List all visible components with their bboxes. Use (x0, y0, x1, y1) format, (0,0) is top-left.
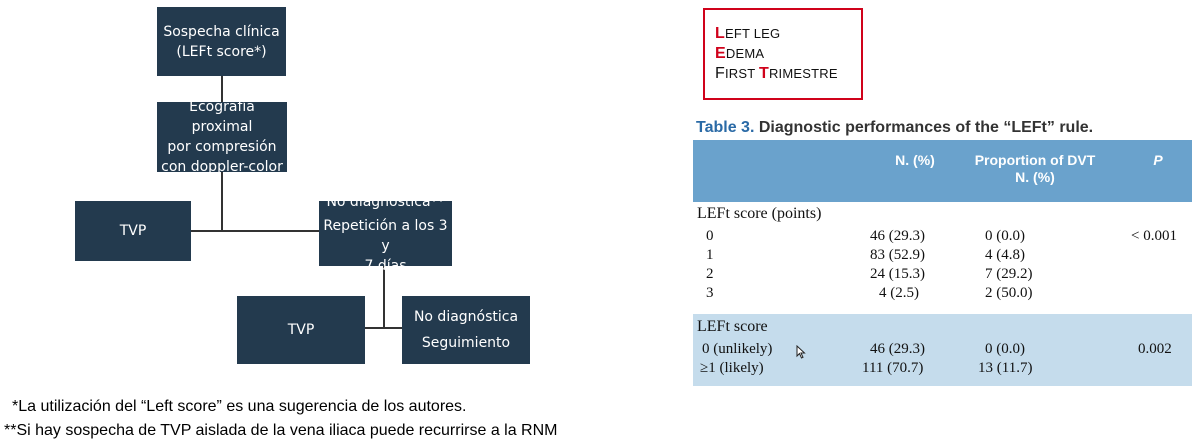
row-p: 0.002 (1138, 341, 1172, 357)
suspicion-box: Sospecha clínica (LEFt score*) (157, 7, 286, 76)
table-header-band (693, 140, 1192, 202)
connector-ultrasound-down (221, 172, 223, 231)
row-label: ≥1 (likely) (700, 360, 764, 376)
row-n: 24 (15.3) (870, 266, 925, 282)
nondiagnostic-line-2: Repetición a los 3 y (323, 217, 448, 254)
row-label: 1 (706, 247, 714, 263)
row-dvt: 4 (4.8) (985, 247, 1025, 263)
left-mnemonic-box: LEFT LEG EDEMA FIRST TRIMESTRE (703, 8, 863, 100)
followup-line-1: No diagnóstica (413, 309, 519, 325)
ultrasound-line-2: por compresión (167, 139, 277, 155)
followup-line-2: Seguimiento (421, 335, 511, 351)
connector-suspicion-ultrasound (221, 76, 223, 102)
row-label: 0 (unlikely) (702, 341, 773, 357)
table-summary-band (693, 314, 1192, 386)
row-dvt: 2 (50.0) (985, 285, 1033, 301)
mnemonic-line-left-leg: LEFT LEG (715, 25, 781, 42)
row-dvt: 7 (29.2) (985, 266, 1033, 282)
row-dvt: 0 (0.0) (985, 228, 1025, 244)
tvp-box-1: TVP (75, 201, 191, 261)
row-n: 83 (52.9) (870, 247, 925, 263)
connector-branch-horizontal-2 (365, 327, 402, 329)
row-n: 46 (29.3) (870, 341, 925, 357)
row-n: 4 (2.5) (879, 285, 919, 301)
ultrasound-line-3: con doppler-color (161, 159, 283, 175)
followup-box: No diagnóstica Seguimiento (402, 296, 530, 364)
mouse-cursor-icon (796, 345, 806, 359)
mnemonic-line-first-trimester: FIRST TRIMESTRE (715, 65, 838, 82)
ultrasound-box: Ecografía proximal por compresión con do… (157, 99, 287, 175)
header-proportion-dvt: Proportion of DVT N. (%) (974, 152, 1096, 185)
row-p: < 0.001 (1131, 228, 1177, 244)
tvp-box-2-label: TVP (287, 322, 315, 338)
footnote-1: *La utilización del “Left score” es una … (12, 398, 467, 415)
header-n-percent: N. (%) (895, 152, 935, 168)
row-n: 46 (29.3) (870, 228, 925, 244)
row-dvt: 13 (11.7) (978, 360, 1033, 376)
section-points-title: LEFt score (points) (697, 205, 822, 222)
tvp-box-1-label: TVP (119, 223, 147, 239)
row-label: 0 (706, 228, 714, 244)
row-label: 3 (706, 285, 714, 301)
nondiagnostic-box: No diagnóstica** Repetición a los 3 y 7 … (319, 194, 452, 274)
tvp-box-2: TVP (237, 296, 365, 364)
suspicion-line-1: Sospecha clínica (163, 23, 280, 40)
row-n: 111 (70.7) (862, 360, 924, 376)
connector-nondiagnostic-down (383, 266, 385, 328)
row-dvt: 0 (0.0) (985, 341, 1025, 357)
footnote-2: **Si hay sospecha de TVP aislada de la v… (4, 422, 558, 439)
mnemonic-line-edema: EDEMA (715, 45, 765, 62)
ultrasound-line-1: Ecografía proximal (189, 99, 255, 135)
table-title: Table 3. Diagnostic performances of the … (696, 119, 1094, 136)
nondiagnostic-line-3: 7 días (364, 257, 407, 274)
connector-branch-horizontal (191, 230, 319, 232)
header-p: P (1153, 152, 1163, 168)
row-label: 2 (706, 266, 714, 282)
suspicion-line-2: (LEFt score*) (176, 43, 267, 60)
nondiagnostic-line-1: No diagnóstica** (326, 193, 445, 210)
section-summary-title: LEFt score (697, 318, 768, 335)
